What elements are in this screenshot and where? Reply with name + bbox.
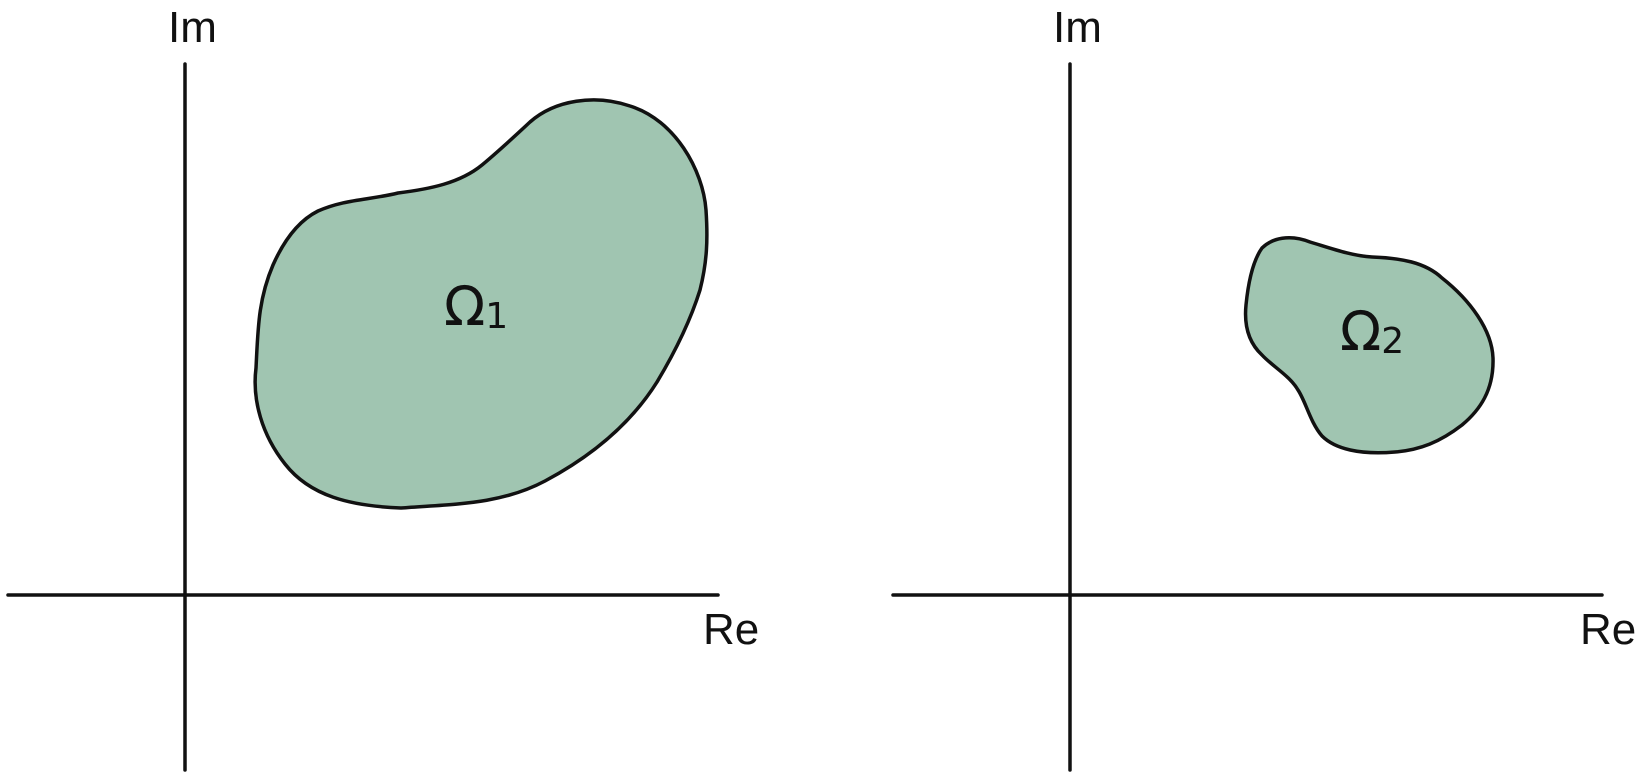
region-omega-2 <box>1243 235 1495 455</box>
region-omega-1-symbol: Ω <box>444 275 485 338</box>
region-omega-2-label: Ω2 <box>1340 300 1404 363</box>
right-imaginary-axis-label: Im <box>1053 3 1102 52</box>
left-imaginary-axis-label: Im <box>168 3 217 52</box>
region-omega-2-symbol: Ω <box>1340 300 1381 363</box>
region-omega-2-subscript: 2 <box>1381 321 1404 362</box>
region-omega-1-subscript: 1 <box>485 296 508 337</box>
region-omega-1 <box>253 98 709 510</box>
left-panel: Im Re Ω1 <box>6 3 759 772</box>
left-real-axis-label: Re <box>703 605 759 654</box>
region-omega-1-label: Ω1 <box>444 275 508 338</box>
right-panel: Im Re Ω2 <box>891 3 1636 772</box>
right-real-axis-label: Re <box>1580 605 1636 654</box>
